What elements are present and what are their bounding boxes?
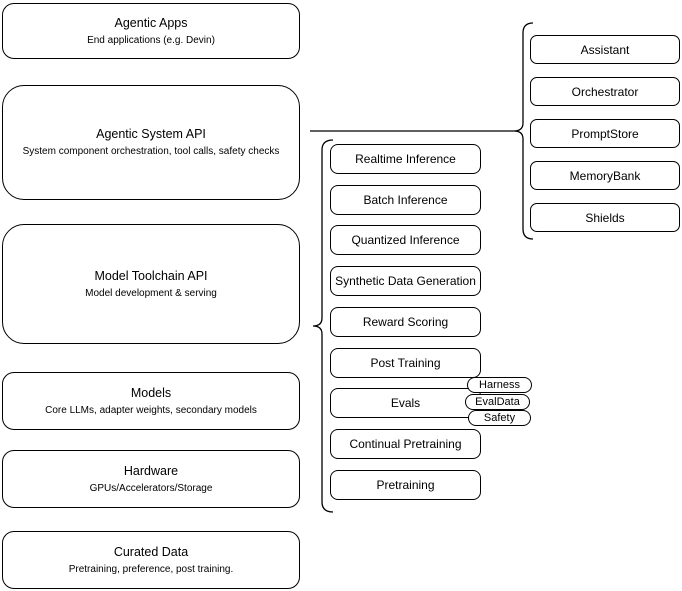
node-label: Orchestrator	[571, 84, 639, 99]
node-subtitle: GPUs/Accelerators/Storage	[89, 482, 213, 494]
node-label: Harness	[479, 379, 520, 391]
node-promptstore: PromptStore	[530, 119, 680, 148]
node-reward-scoring: Reward Scoring	[330, 307, 481, 337]
node-title: Hardware	[123, 463, 179, 478]
node-label: Shields	[585, 210, 625, 225]
node-title: Models	[130, 385, 172, 400]
node-pretraining: Pretraining	[330, 470, 481, 500]
node-realtime-inference: Realtime Inference	[330, 144, 481, 174]
node-batch-inference: Batch Inference	[330, 185, 481, 215]
node-title: Agentic System API	[96, 127, 206, 141]
node-label: Reward Scoring	[362, 315, 449, 329]
node-hardware: Hardware GPUs/Accelerators/Storage	[2, 450, 300, 508]
node-agentic-system-api: Agentic System API System component orch…	[2, 85, 300, 200]
node-label: Quantized Inference	[351, 233, 460, 247]
node-shields: Shields	[530, 203, 680, 232]
node-model-toolchain-api: Model Toolchain API Model development & …	[2, 224, 300, 344]
node-evals-harness: Harness	[467, 377, 532, 393]
node-subtitle: Pretraining, preference, post training.	[68, 563, 234, 575]
node-memorybank: MemoryBank	[530, 161, 680, 190]
node-label: EvalData	[475, 396, 520, 408]
node-continual-pretraining: Continual Pretraining	[330, 429, 481, 459]
node-title: Curated Data	[113, 544, 189, 559]
node-evals: Evals	[330, 388, 481, 418]
node-label: Synthetic Data Generation	[335, 274, 476, 288]
node-subtitle: System component orchestration, tool cal…	[22, 146, 280, 157]
node-subtitle: Core LLMs, adapter weights, secondary mo…	[45, 404, 257, 416]
node-agentic-apps: Agentic Apps End applications (e.g. Devi…	[2, 3, 300, 59]
node-evals-evaldata: EvalData	[465, 394, 530, 410]
node-label: Safety	[483, 412, 516, 424]
node-subtitle: End applications (e.g. Devin)	[87, 34, 215, 46]
node-label: Post Training	[370, 356, 441, 370]
node-curated-data: Curated Data Pretraining, preference, po…	[2, 531, 300, 589]
node-assistant: Assistant	[530, 35, 680, 64]
node-label: PromptStore	[571, 126, 639, 141]
node-label: MemoryBank	[569, 168, 641, 183]
node-orchestrator: Orchestrator	[530, 77, 680, 106]
node-synthetic-data-generation: Synthetic Data Generation	[330, 266, 481, 296]
node-subtitle: Model development & serving	[85, 287, 217, 299]
node-label: Assistant	[580, 42, 630, 57]
node-post-training: Post Training	[330, 348, 481, 378]
node-label: Evals	[390, 396, 421, 410]
node-models: Models Core LLMs, adapter weights, secon…	[2, 372, 300, 430]
node-label: Pretraining	[376, 478, 435, 492]
node-label: Batch Inference	[363, 193, 448, 207]
node-label: Continual Pretraining	[349, 437, 462, 451]
node-evals-safety: Safety	[468, 410, 531, 426]
node-title: Model Toolchain API	[94, 268, 208, 283]
node-label: Realtime Inference	[355, 152, 456, 166]
node-title: Agentic Apps	[114, 15, 188, 30]
node-quantized-inference: Quantized Inference	[330, 225, 481, 255]
